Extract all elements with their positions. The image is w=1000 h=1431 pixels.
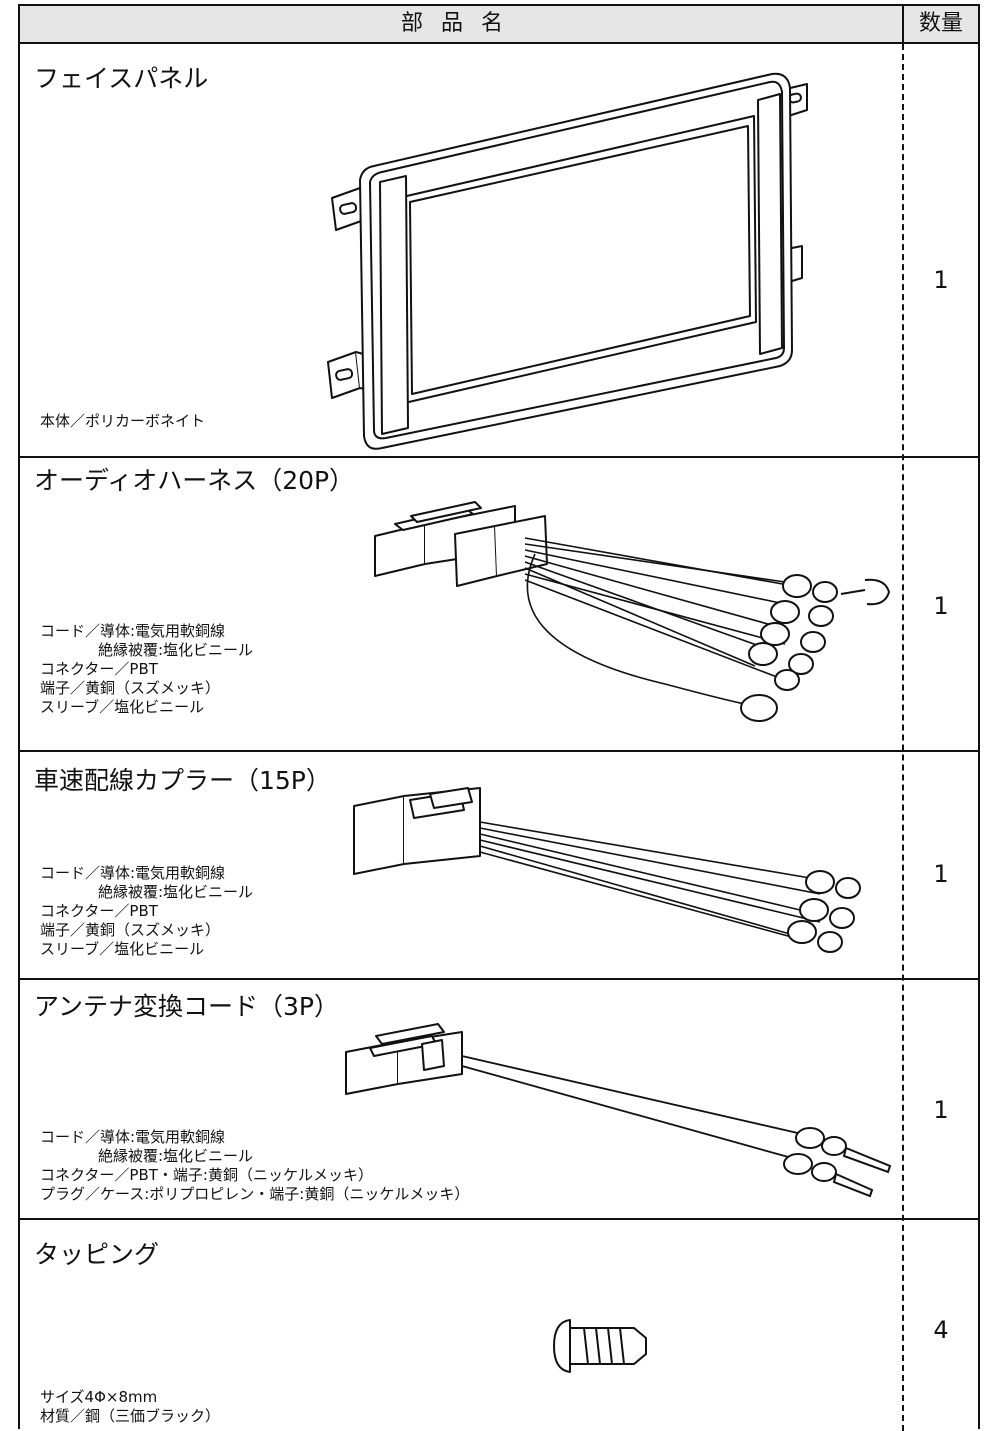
item-name: アンテナ変換コード（3P） — [34, 992, 339, 1021]
note-line: 材質／鋼（三価ブラック） — [40, 1407, 221, 1425]
parts-list-table: 部品名 数量 フェイスパネル 本体／ポリカーボネイト — [18, 4, 980, 1431]
note-line: コネクター／PBT — [40, 902, 158, 920]
table-header: 部品名 数量 — [20, 6, 978, 44]
item-notes: 本体／ポリカーボネイト — [40, 412, 205, 431]
note-line: プラグ／ケース:ポリプロピレン・端子:黄銅（ニッケルメッキ） — [40, 1185, 470, 1203]
item-quantity: 4 — [933, 1316, 949, 1344]
table-row-face-panel: フェイスパネル 本体／ポリカーボネイト — [20, 44, 949, 456]
note-line: 絶縁被覆:塩化ビニール — [98, 641, 254, 659]
item-notes: コード／導体:電気用軟銅線 絶縁被覆:塩化ビニール コネクター／PBT・端子:黄… — [40, 1128, 469, 1204]
table-row-antenna-cord: アンテナ変換コード（3P） コード／導体:電気用軟銅線 絶縁被覆:塩化ビニール … — [20, 978, 949, 1218]
antenna-cord-illustration — [345, 1023, 892, 1198]
item-notes: サイズ4Φ×8mm 材質／鋼（三価ブラック） — [40, 1388, 220, 1426]
note-line: スリーブ／塩化ビニール — [40, 940, 205, 958]
note-line: コネクター／PBT・端子:黄銅（ニッケルメッキ） — [40, 1166, 373, 1184]
item-notes: コード／導体:電気用軟銅線 絶縁被覆:塩化ビニール コネクター／PBT 端子／黄… — [40, 864, 253, 959]
table-row-speed-coupler: 車速配線カプラー（15P） コード／導体:電気用軟銅線 絶縁被覆:塩化ビニール … — [20, 750, 949, 978]
tapping-screw-illustration — [553, 1319, 647, 1373]
speed-coupler-illustration — [353, 787, 861, 953]
note-line: 端子／黄銅（スズメッキ） — [40, 679, 221, 697]
item-name: 車速配線カプラー（15P） — [34, 766, 331, 795]
item-quantity: 1 — [933, 1096, 949, 1124]
note-line: サイズ4Φ×8mm — [40, 1388, 158, 1406]
item-notes: コード／導体:電気用軟銅線 絶縁被覆:塩化ビニール コネクター／PBT 端子／黄… — [40, 622, 253, 717]
header-quantity: 数量 — [902, 6, 978, 42]
note-line: コード／導体:電気用軟銅線 — [40, 622, 226, 640]
header-part-name: 部品名 — [400, 11, 521, 36]
item-name: タッピング — [34, 1240, 160, 1269]
item-quantity: 1 — [933, 592, 949, 620]
item-quantity: 1 — [933, 266, 949, 294]
item-name: フェイスパネル — [34, 64, 209, 93]
note-line: 本体／ポリカーボネイト — [40, 412, 206, 430]
face-panel-illustration — [327, 72, 808, 450]
audio-harness-illustration — [374, 501, 891, 722]
column-divider — [902, 44, 904, 1431]
note-line: 絶縁被覆:塩化ビニール — [98, 1147, 254, 1165]
note-line: コード／導体:電気用軟銅線 — [40, 864, 226, 882]
note-line: 絶縁被覆:塩化ビニール — [98, 883, 254, 901]
item-name: オーディオハーネス（20P） — [34, 466, 355, 495]
note-line: コネクター／PBT — [40, 660, 158, 678]
note-line: スリーブ／塩化ビニール — [40, 698, 205, 716]
note-line: コード／導体:電気用軟銅線 — [40, 1128, 226, 1146]
table-row-tapping-screw: タッピング サイズ4Φ×8mm 材質／鋼（三価ブラック） 4 — [20, 1218, 949, 1431]
note-line: 端子／黄銅（スズメッキ） — [40, 921, 221, 939]
item-quantity: 1 — [933, 860, 949, 888]
table-row-audio-harness: オーディオハーネス（20P） コード／導体:電気用軟銅線 絶縁被覆:塩化ビニール… — [20, 456, 949, 750]
